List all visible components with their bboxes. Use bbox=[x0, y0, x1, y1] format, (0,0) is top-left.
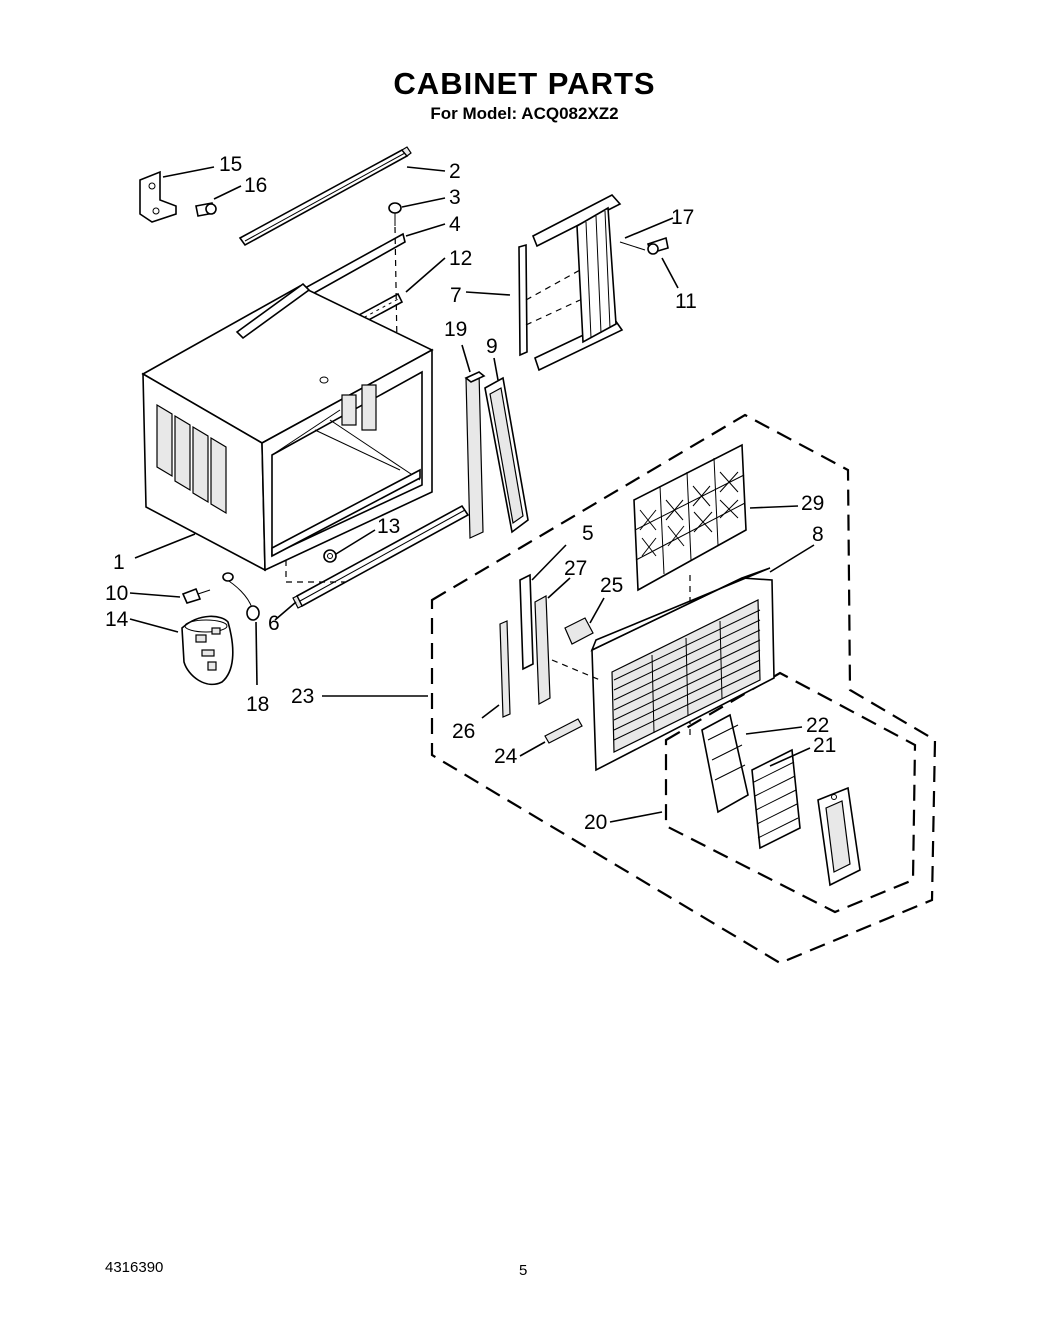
callout-26: 26 bbox=[452, 720, 475, 743]
cabinet-rear-louvers bbox=[341, 384, 377, 431]
front-grille bbox=[590, 567, 775, 772]
callout-3: 3 bbox=[449, 186, 461, 209]
mounting-bracket bbox=[139, 170, 177, 223]
grille-foot-pad bbox=[544, 718, 583, 744]
top-rail bbox=[238, 146, 412, 247]
cabinet-screw bbox=[181, 587, 211, 604]
callout-18: 18 bbox=[246, 693, 269, 716]
grille-seal-strip bbox=[519, 573, 534, 671]
callout-6: 6 bbox=[268, 612, 280, 635]
callout-10: 10 bbox=[105, 582, 128, 605]
callout-15: 15 bbox=[219, 153, 242, 176]
window-gasket bbox=[484, 376, 529, 534]
callout-27: 27 bbox=[564, 557, 587, 580]
document-number: 4316390 bbox=[105, 1259, 164, 1276]
air-filter bbox=[633, 443, 747, 592]
callout-19: 19 bbox=[444, 318, 467, 341]
callout-21: 21 bbox=[813, 734, 836, 757]
front-panel-group-outline bbox=[430, 413, 937, 965]
callout-14: 14 bbox=[105, 608, 129, 631]
cord-with-ring bbox=[222, 572, 260, 621]
callout-29: 29 bbox=[801, 492, 824, 515]
callout-13: 13 bbox=[377, 515, 400, 538]
callout-17: 17 bbox=[671, 206, 694, 229]
louver-frame bbox=[701, 713, 749, 814]
callout-2: 2 bbox=[449, 160, 461, 183]
louver-blades bbox=[751, 748, 801, 850]
cabinet-nut bbox=[323, 549, 337, 563]
side-curtain-frame bbox=[518, 194, 624, 372]
page-title: CABINET PARTS bbox=[393, 66, 656, 101]
callout-25: 25 bbox=[600, 574, 623, 597]
model-subtitle: For Model: ACQ082XZ2 bbox=[430, 104, 619, 123]
callout-11: 11 bbox=[675, 290, 697, 313]
callout-7: 7 bbox=[450, 284, 462, 307]
callout-24: 24 bbox=[494, 745, 518, 768]
rail-screw bbox=[388, 202, 402, 226]
grille-pad bbox=[564, 617, 594, 645]
callout-23: 23 bbox=[291, 685, 314, 708]
cabinet-side-louvers bbox=[156, 403, 227, 515]
bottom-rail bbox=[292, 504, 470, 609]
callout-16: 16 bbox=[244, 174, 267, 197]
callout-8: 8 bbox=[812, 523, 824, 546]
curtain-screw bbox=[646, 236, 669, 255]
hardware-bag bbox=[181, 615, 234, 686]
lower-seal-strip bbox=[499, 620, 511, 718]
grille-foam-strip bbox=[534, 595, 551, 705]
louver-group-outline bbox=[664, 671, 917, 914]
callout-22: 22 bbox=[806, 714, 829, 737]
callout-9: 9 bbox=[486, 335, 498, 358]
leader-lines bbox=[129, 166, 815, 823]
callout-5: 5 bbox=[582, 522, 594, 545]
callout-4: 4 bbox=[449, 213, 461, 236]
bracket-screw bbox=[195, 202, 217, 217]
page-number: 5 bbox=[519, 1262, 528, 1279]
callout-1: 1 bbox=[113, 551, 125, 574]
callout-12: 12 bbox=[449, 247, 472, 270]
callout-20: 20 bbox=[584, 811, 607, 834]
side-foam-seal bbox=[464, 371, 486, 539]
louver-bezel bbox=[817, 786, 861, 887]
cabinet-shell bbox=[141, 282, 434, 572]
